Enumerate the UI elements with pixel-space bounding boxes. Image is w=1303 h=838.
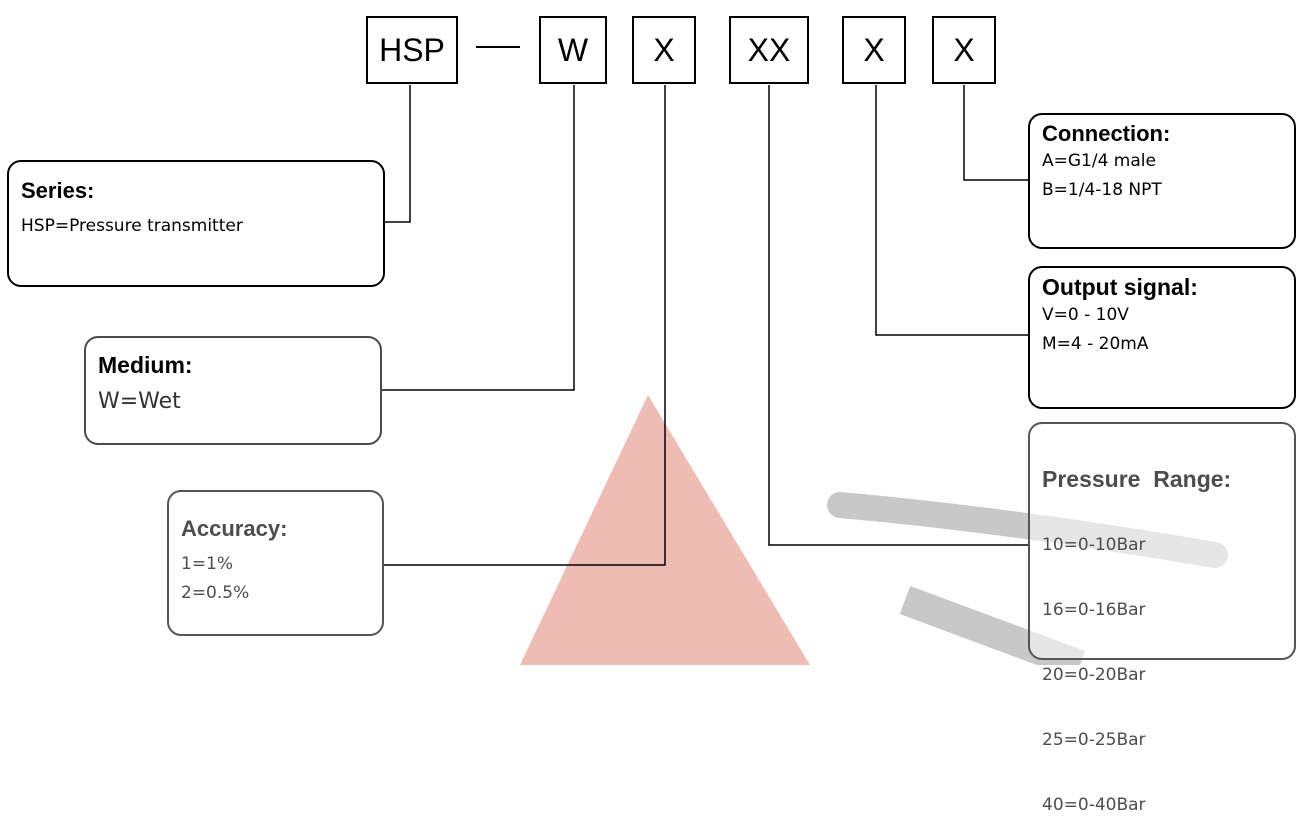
code-w: W bbox=[539, 16, 607, 84]
output-signal-title: Output signal: bbox=[1042, 274, 1198, 300]
connection-title: Connection: bbox=[1042, 121, 1171, 146]
line-accuracy bbox=[384, 85, 666, 566]
output-signal-box: Output signal: V=0 - 10V M=4 - 20mA bbox=[1028, 266, 1296, 409]
line-connection bbox=[963, 85, 1028, 181]
code-dash bbox=[476, 46, 520, 48]
output-signal-item-v: V=0 - 10V bbox=[1042, 305, 1129, 325]
accuracy-box: Accuracy: 1=1% 2=0.5% bbox=[167, 490, 384, 636]
code-xx-pressure: XX bbox=[729, 16, 809, 84]
line-medium bbox=[382, 85, 575, 391]
code-x-accuracy: X bbox=[632, 16, 696, 84]
line-pressure bbox=[768, 85, 1028, 546]
pressure-range-title: Pressure Range: bbox=[1042, 466, 1232, 492]
line-series bbox=[385, 85, 411, 223]
code-x-output: X bbox=[842, 16, 906, 84]
series-item: HSP=Pressure transmitter bbox=[21, 216, 243, 236]
series-title: Series: bbox=[21, 178, 95, 203]
code-hsp: HSP bbox=[366, 16, 458, 84]
medium-title: Medium: bbox=[98, 352, 193, 378]
pressure-range-item-25: 25=0-25Bar bbox=[1042, 730, 1146, 750]
pressure-range-item-40: 40=0-40Bar bbox=[1042, 795, 1146, 815]
pressure-range-item-16: 16=0-16Bar bbox=[1042, 600, 1146, 620]
connection-item-a: A=G1/4 male bbox=[1042, 151, 1156, 171]
accuracy-title: Accuracy: bbox=[181, 516, 288, 541]
pressure-range-item-10: 10=0-10Bar bbox=[1042, 535, 1146, 555]
accuracy-item-1: 1=1% bbox=[181, 554, 234, 574]
connector-lines bbox=[382, 85, 1028, 566]
connection-item-b: B=1/4-18 NPT bbox=[1042, 180, 1162, 200]
series-box: Series: HSP=Pressure transmitter bbox=[7, 160, 385, 287]
medium-box: Medium: W=Wet bbox=[84, 336, 382, 445]
accuracy-item-2: 2=0.5% bbox=[181, 583, 250, 603]
medium-item: W=Wet bbox=[98, 389, 181, 414]
pressure-range-item-20: 20=0-20Bar bbox=[1042, 665, 1146, 685]
code-x-connection: X bbox=[932, 16, 996, 84]
output-signal-item-m: M=4 - 20mA bbox=[1042, 334, 1149, 354]
pressure-range-box: Pressure Range: 10=0-10Bar 16=0-16Bar 20… bbox=[1028, 422, 1296, 815]
connection-box: Connection: A=G1/4 male B=1/4-18 NPT bbox=[1028, 113, 1296, 249]
line-output bbox=[875, 85, 1028, 336]
